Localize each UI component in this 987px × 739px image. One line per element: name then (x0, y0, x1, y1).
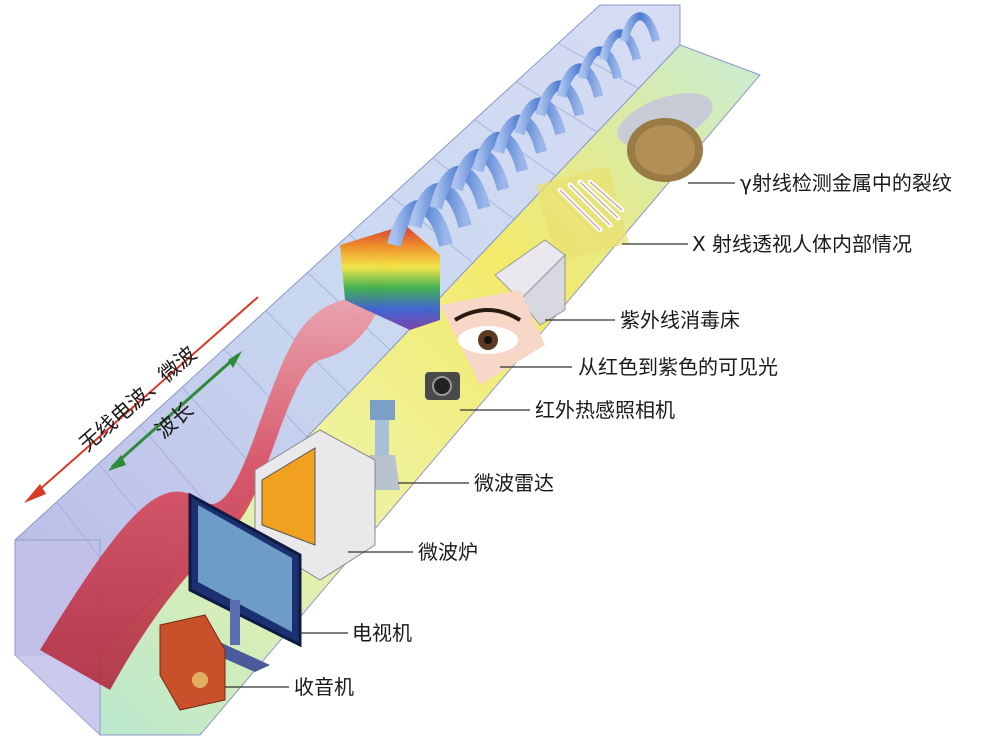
visible-light-label: 从红色到紫色的可见光 (578, 355, 778, 379)
radar-label: 微波雷达 (474, 471, 554, 495)
infrared-label: 红外热感照相机 (535, 398, 675, 422)
uv-label: 紫外线消毒床 (620, 308, 740, 332)
radio-label: 收音机 (294, 675, 354, 699)
microwave-oven-label: 微波炉 (418, 540, 478, 564)
infrared-camera-icon (425, 372, 460, 400)
xray-label: X 射线透视人体内部情况 (692, 232, 912, 256)
gamma-ray-label: γ射线检测金属中的裂纹 (740, 171, 952, 195)
television-label: 电视机 (352, 621, 412, 645)
